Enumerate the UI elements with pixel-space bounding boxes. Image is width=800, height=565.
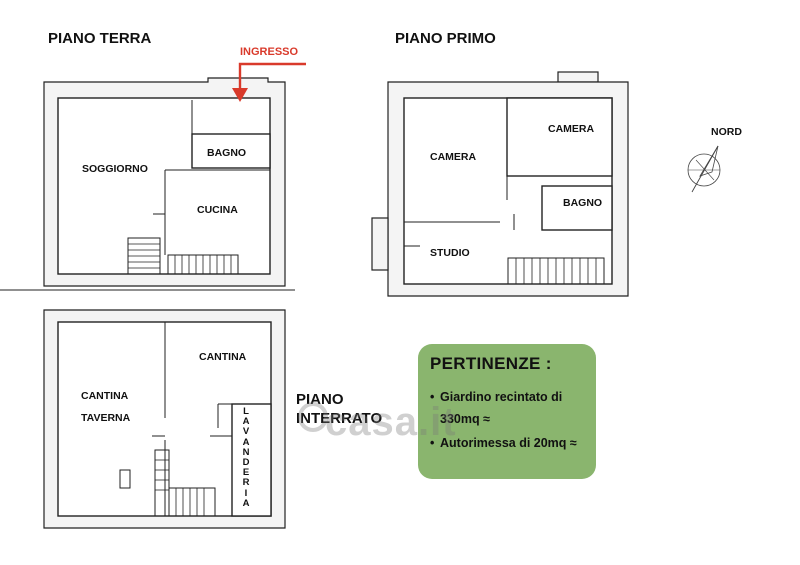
compass-label: NORD (711, 126, 742, 138)
basement-stairs (154, 449, 216, 517)
pertinenze-title: PERTINENZE : (430, 354, 552, 373)
lavanderia-letter: R (242, 477, 250, 489)
pertinenze-item-garden-line1: Giardino recintato di (440, 390, 563, 404)
floor-title-first: PIANO PRIMO (395, 30, 496, 47)
room-label-cantina-left: CANTINA (81, 390, 129, 402)
pertinenze-item-garden: Giardino recintato di 330mq ≈ (430, 386, 586, 430)
room-label-bagno-ground: BAGNO (207, 147, 247, 159)
room-label-cantina-right: CANTINA (199, 351, 247, 363)
room-label-lavanderia: L A V A N D E R I A (239, 406, 253, 509)
watermark-logo-icon (298, 402, 328, 432)
room-label-studio: STUDIO (430, 247, 470, 259)
pertinenze-item-garage: Autorimessa di 20mq ≈ (430, 432, 586, 454)
basement-plan (43, 309, 286, 529)
compass-icon (687, 145, 721, 193)
room-label-soggiorno: SOGGIORNO (82, 163, 148, 175)
first-floor-plan (371, 71, 629, 297)
room-label-camera-right: CAMERA (548, 123, 595, 135)
lavanderia-letter: E (242, 467, 250, 479)
lavanderia-letter: A (242, 416, 250, 428)
entrance-label: INGRESSO (240, 46, 299, 58)
floor-title-ground: PIANO TERRA (48, 30, 152, 47)
lavanderia-letter: N (242, 446, 250, 458)
ground-floor-plan (0, 77, 295, 291)
room-label-bagno-first: BAGNO (563, 197, 603, 209)
entrance-arrow (232, 62, 306, 102)
lavanderia-letter: L (243, 406, 249, 417)
room-label-camera-left: CAMERA (430, 151, 477, 163)
lavanderia-letter: I (244, 487, 248, 499)
lavanderia-letter: V (242, 426, 250, 438)
ground-stairs (127, 237, 239, 275)
pertinenze-item-garden-line2: 330mq ≈ (440, 412, 490, 426)
lavanderia-letter: A (242, 497, 250, 509)
lavanderia-letter: A (242, 436, 250, 448)
room-label-cucina: CUCINA (197, 204, 238, 216)
pertinenze-box: PERTINENZE : Giardino recintato di 330mq… (418, 344, 596, 479)
first-stairs (507, 257, 605, 285)
watermark-text: casa.it (325, 400, 457, 444)
room-label-taverna: TAVERNA (81, 412, 131, 424)
lavanderia-letter: D (242, 457, 250, 469)
